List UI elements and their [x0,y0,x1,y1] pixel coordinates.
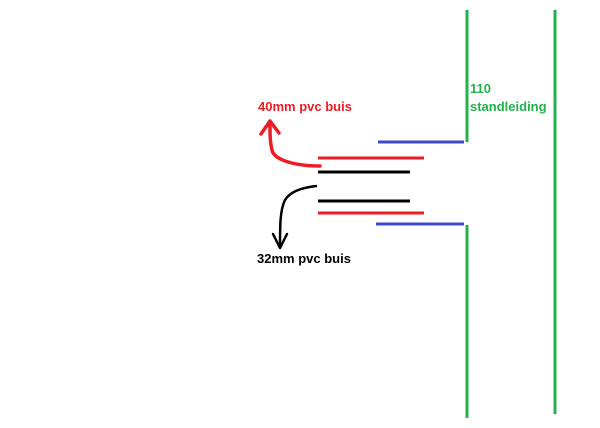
pipe-32-arrow [278,184,318,248]
label-standpipe-size: 110 [470,81,491,96]
pipe-40-arrow [268,122,322,168]
pipe-32-arrowhead [271,232,289,250]
pipe-40-arrowhead [259,119,281,136]
label-standpipe-name: standleiding [470,99,547,114]
label-40mm-pipe: 40mm pvc buis [258,99,352,114]
label-32mm-pipe: 32mm pvc buis [257,251,351,266]
